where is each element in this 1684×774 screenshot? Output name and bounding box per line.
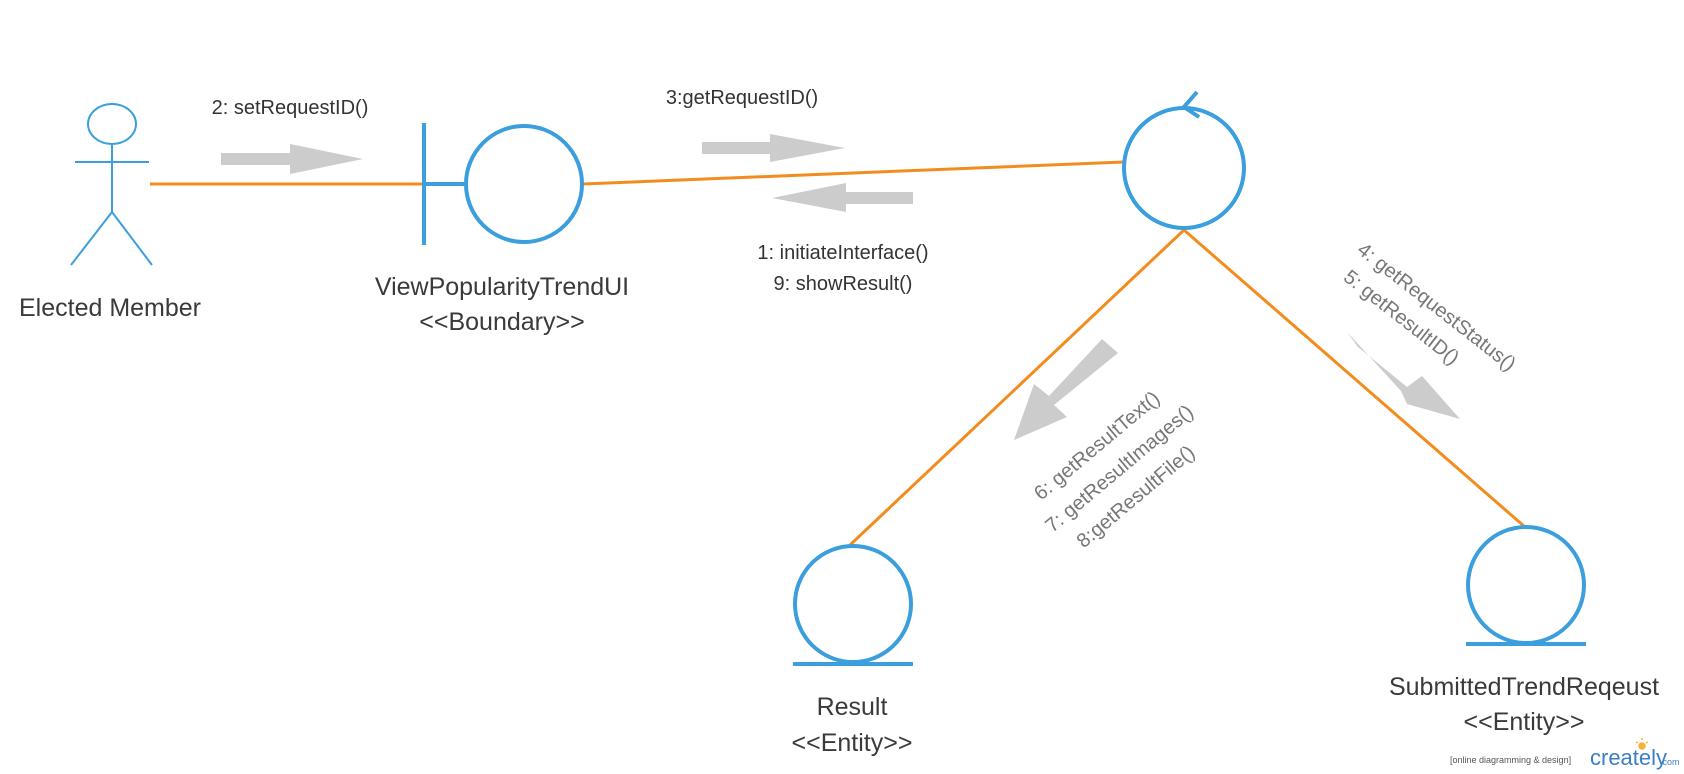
entity-result[interactable]: Result <<Entity>>	[792, 544, 913, 757]
actor-name: Elected Member	[19, 294, 201, 322]
boundary-name: ViewPopularityTrendUI	[375, 273, 629, 301]
boundary-control-link	[582, 160, 1125, 186]
result-stereotype: <<Entity>>	[792, 729, 913, 757]
boundary-stereotype: <<Boundary>>	[419, 308, 584, 336]
control-icon	[1122, 90, 1246, 230]
boundary-icon	[422, 123, 584, 245]
connectors	[150, 160, 1526, 547]
actor-elected-member[interactable]: Elected Member	[19, 103, 201, 322]
watermark-tagline: [online diagramming & design]	[1450, 755, 1571, 765]
message-labels: 2: setRequestID() 3:getRequestID() 1: in…	[212, 87, 1520, 553]
entity-submitted-trend-request[interactable]: SubmittedTrendReqeust <<Entity>>	[1389, 525, 1659, 736]
arrow-down-left-icon	[1014, 339, 1118, 440]
arrow-right-icon	[221, 144, 363, 174]
message-arrows	[221, 134, 1460, 440]
control-result-link	[848, 228, 1186, 547]
arrow-down-right-icon	[1347, 332, 1460, 419]
submitted-stereotype: <<Entity>>	[1464, 708, 1585, 736]
stick-figure-icon	[70, 103, 153, 266]
rotated-message-group: 4: getRequestStatus() 5: getResultID()	[1339, 239, 1520, 376]
control-submitted-link	[1183, 228, 1526, 529]
message-label: 3:getRequestID()	[666, 87, 818, 109]
message-label: 9: showResult()	[774, 273, 913, 295]
control-object[interactable]	[1122, 90, 1246, 230]
message-label: 2: setRequestID()	[212, 97, 369, 119]
watermark-brand: creately	[1590, 745, 1667, 770]
message-label: 1: initiateInterface()	[757, 242, 928, 264]
submitted-name: SubmittedTrendReqeust	[1389, 673, 1659, 701]
boundary-view-popularity-trend-ui[interactable]: ViewPopularityTrendUI <<Boundary>>	[375, 123, 629, 336]
sun-icon	[1635, 738, 1649, 750]
arrow-left-icon	[772, 183, 913, 212]
entity-icon	[1466, 525, 1586, 646]
result-name: Result	[817, 693, 888, 721]
arrow-right-icon	[702, 134, 845, 162]
entity-icon	[793, 544, 913, 666]
creately-watermark[interactable]: [online diagramming & design] creately .…	[1450, 738, 1680, 770]
watermark-suffix: .com	[1660, 757, 1680, 767]
